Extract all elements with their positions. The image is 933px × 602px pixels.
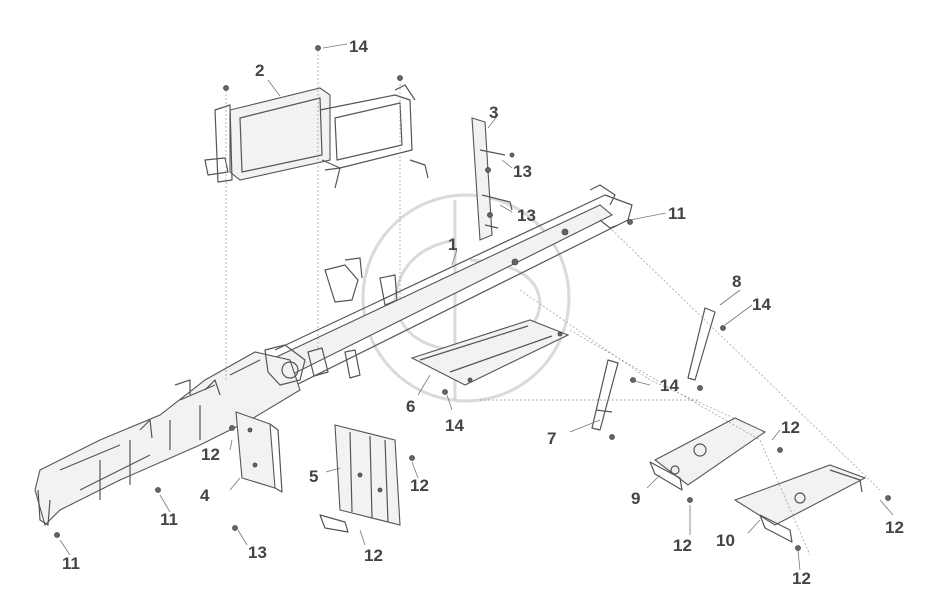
callout-1: 1 [448,235,457,254]
callout-12-plate10: 12 [792,569,811,588]
callout-11-left: 11 [160,510,178,529]
display-frame-part [204,84,429,189]
callout-12-plate9: 12 [781,418,800,437]
leader-lines [59,43,894,571]
callout-10: 10 [716,531,735,550]
side-plate-part [235,411,283,493]
callout-8: 8 [732,272,741,291]
callout-2: 2 [255,61,264,80]
fastener-markers [54,45,891,551]
vertical-bracket-part [471,117,513,241]
callout-12-part5-bottom: 12 [364,546,383,565]
callout-4: 4 [200,486,210,505]
callout-14-tray: 14 [445,416,464,435]
callout-12-plate9-bottom: 12 [673,536,692,555]
callout-9: 9 [631,489,640,508]
center-mount-brackets [307,257,398,379]
rail-bracket-part [319,424,401,533]
callout-labels: 14 2 3 13 13 11 1 8 14 6 14 14 7 12 12 9… [62,37,904,588]
callout-7: 7 [547,429,556,448]
callout-14-top: 14 [349,37,368,56]
callout-3: 3 [489,103,498,122]
mounting-plate-10 [733,464,867,543]
assembly-axis-lines [225,50,881,556]
callout-14-mid: 14 [660,376,679,395]
left-bracket-assembly [34,344,306,527]
callout-12-far-right: 12 [885,518,904,537]
tray-part [410,319,570,386]
callout-6: 6 [406,397,415,416]
callout-13-upper: 13 [513,162,532,181]
callout-12-part5: 12 [410,476,429,495]
callout-5: 5 [309,467,318,486]
callout-14-right: 14 [752,295,771,314]
callout-13-bottom: 13 [248,543,267,562]
callout-12-left: 12 [201,445,220,464]
callout-11-bottom-left: 11 [62,554,80,573]
angle-bracket-8 [687,307,716,391]
angle-bracket-7 [591,359,619,440]
callout-11-right: 11 [668,204,686,223]
callout-13-mid: 13 [517,206,536,225]
mounting-plate-9 [649,417,767,491]
